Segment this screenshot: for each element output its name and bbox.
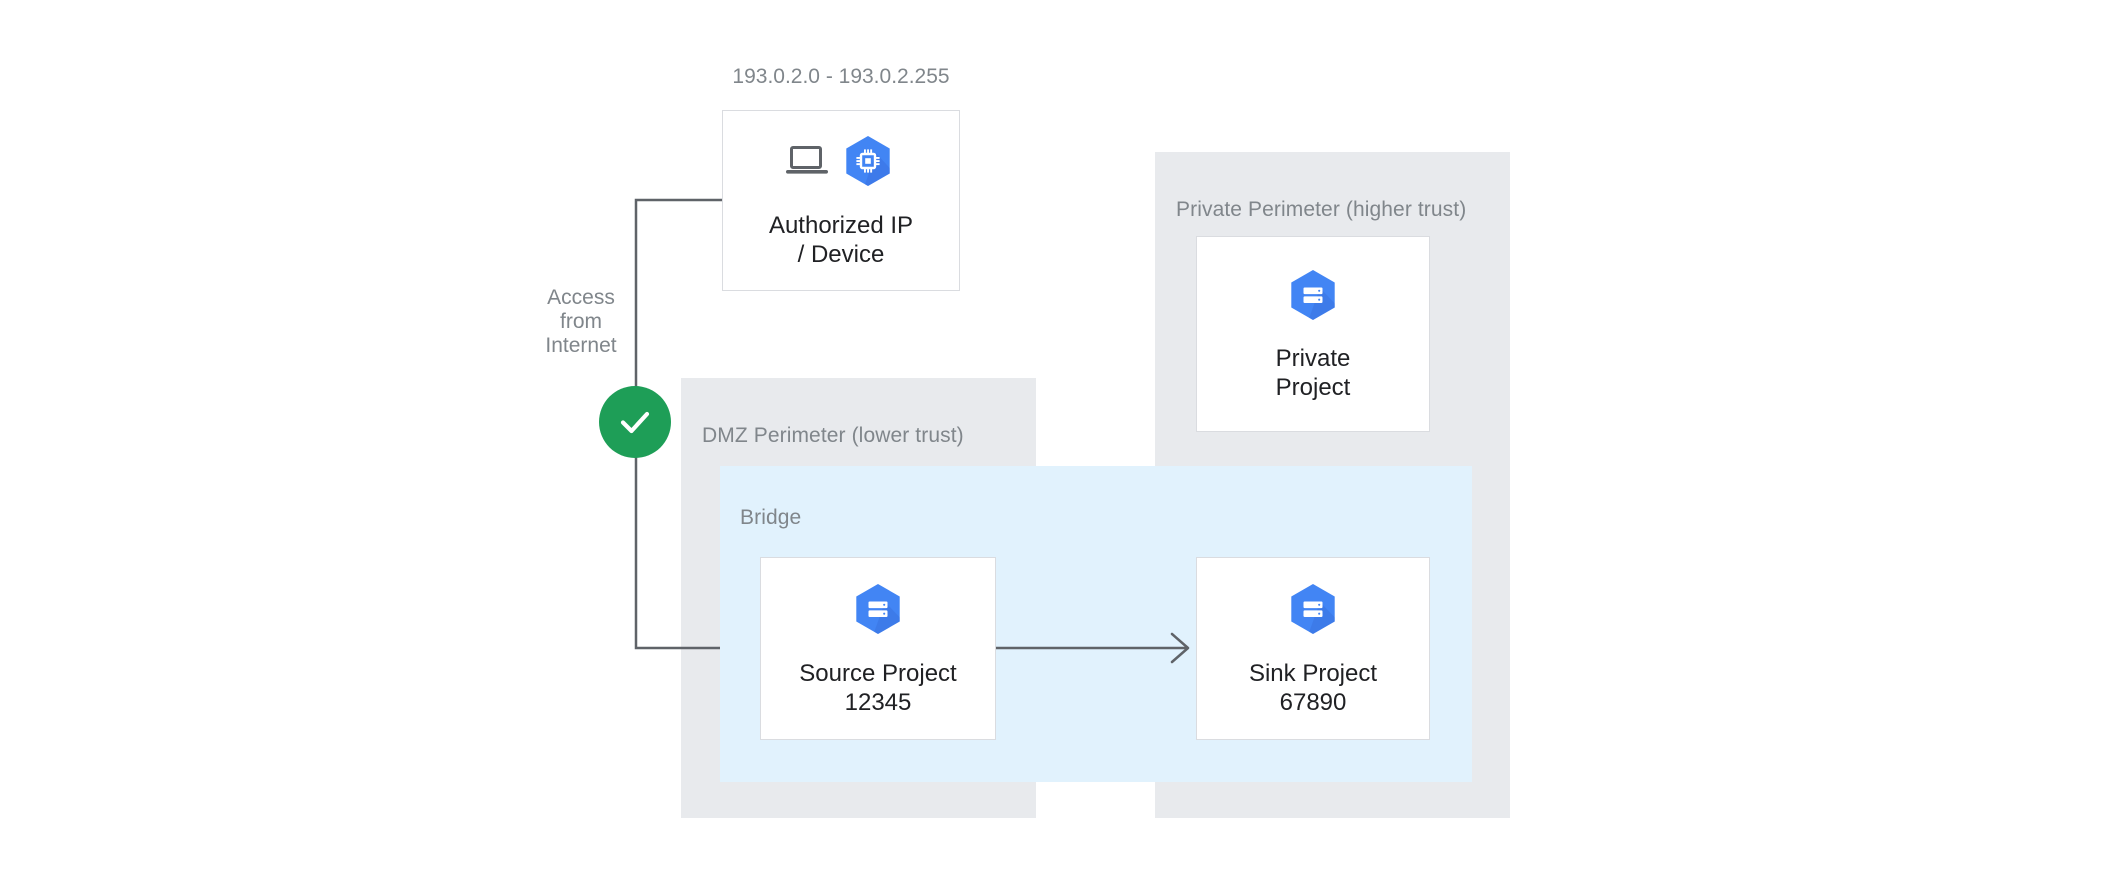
node-authorized-device-label: Authorized IP / Device (768, 211, 914, 268)
node-authorized-device-icons (785, 133, 897, 195)
node-source-project-label: Source Project 12345 (799, 659, 957, 716)
node-private-project[interactable]: Private Project (1196, 236, 1430, 432)
bridge-label: Bridge (740, 506, 802, 529)
perimeter-private-label: Private Perimeter (higher trust) (1176, 198, 1467, 221)
node-private-project-label: Private Project (1275, 345, 1351, 401)
laptop-icon (785, 144, 829, 183)
label-access-from-internet-text: Access from Internet (545, 286, 617, 357)
node-sink-project-icons (1284, 581, 1342, 643)
node-sink-project[interactable]: Sink Project 67890 (1196, 557, 1430, 740)
node-source-project-icons (849, 581, 907, 643)
check-icon (620, 411, 650, 434)
caption-ip-range-text: 193.0.2.0 - 193.0.2.255 (732, 65, 950, 88)
node-private-project-icons (1284, 266, 1342, 328)
project-hexagon-icon (1284, 266, 1342, 329)
project-hexagon-icon (1284, 580, 1342, 643)
caption-ip-range: 193.0.2.0 - 193.0.2.255 (722, 65, 960, 89)
node-source-project[interactable]: Source Project 12345 (760, 557, 996, 740)
perimeter-dmz-label: DMZ Perimeter (lower trust) (702, 424, 964, 447)
status-badge-access-allowed (599, 386, 671, 458)
node-sink-project-label: Sink Project 67890 (1248, 659, 1378, 716)
label-access-from-internet: Access from Internet (528, 262, 634, 358)
chip-hexagon-icon (839, 132, 897, 195)
project-hexagon-icon (849, 580, 907, 643)
node-authorized-device[interactable]: Authorized IP / Device (722, 110, 960, 291)
